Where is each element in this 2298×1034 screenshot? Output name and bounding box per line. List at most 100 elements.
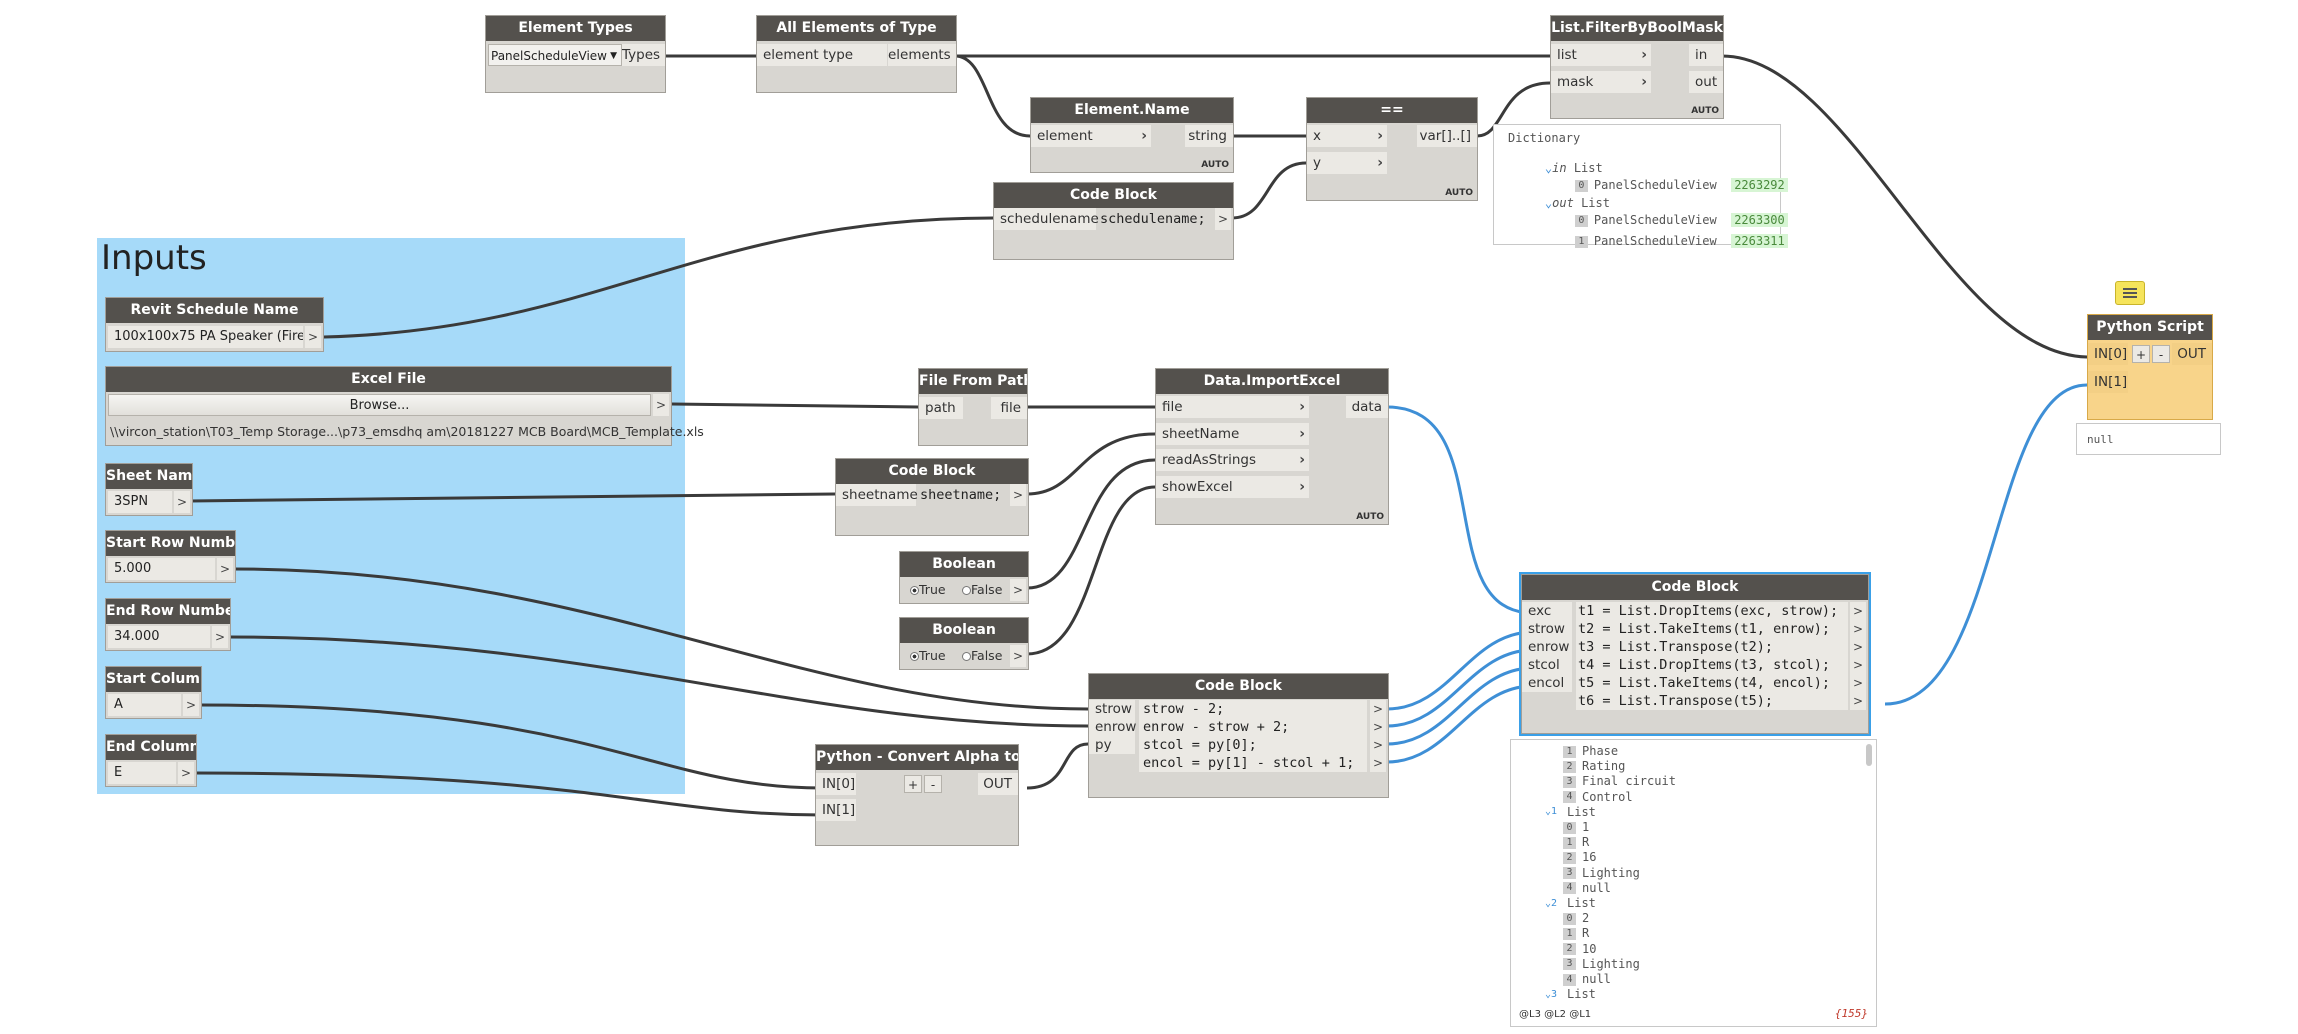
output-port[interactable]: > (174, 491, 190, 513)
end-column-input[interactable]: E (108, 762, 176, 784)
boolean-node-1[interactable]: Boolean True False > (899, 551, 1029, 604)
input-port-y[interactable]: y › (1307, 152, 1387, 174)
end-row-input[interactable]: 34.000 (108, 626, 210, 648)
output-port[interactable]: > (305, 326, 321, 348)
output-port-data[interactable]: data (1346, 396, 1388, 418)
output-port-out[interactable]: OUT (978, 773, 1018, 795)
start-column-node[interactable]: Start Column A > (105, 666, 202, 719)
boolean-node-2[interactable]: Boolean True False > (899, 617, 1029, 670)
code-text[interactable]: sheetname; (920, 487, 1002, 503)
output-port[interactable]: > (1010, 579, 1026, 601)
equals-node[interactable]: == x › y › var[]..[] AUTO (1306, 97, 1478, 201)
start-row-input[interactable]: 5.000 (108, 558, 215, 580)
add-input-button[interactable]: + (2132, 345, 2150, 363)
output-port[interactable]: > (1370, 700, 1386, 718)
sheet-name-input[interactable]: 3SPN (108, 491, 172, 513)
input-port-in0[interactable]: IN[0] (2088, 343, 2128, 365)
input-port-list[interactable]: list › (1551, 44, 1651, 66)
browse-button[interactable]: Browse... (108, 394, 651, 416)
input-port-path[interactable]: path (919, 397, 963, 419)
input-port-file[interactable]: file › (1156, 396, 1309, 418)
python-convert-node[interactable]: Python - Convert Alpha to Num IN[0] IN[1… (815, 744, 1019, 846)
output-port[interactable]: > (217, 558, 233, 580)
output-port-string[interactable]: string (1185, 125, 1233, 147)
input-port-element[interactable]: element › (1031, 125, 1151, 147)
output-port[interactable]: > (178, 762, 194, 784)
revit-schedule-name-node[interactable]: Revit Schedule Name 100x100x75 PA Speake… (105, 297, 324, 352)
input-port-sheetname[interactable]: sheetname (836, 484, 918, 506)
output-port[interactable]: > (212, 626, 228, 648)
radio-false[interactable]: False (962, 645, 1002, 667)
remove-input-button[interactable]: - (2152, 345, 2170, 363)
input-port-x[interactable]: x › (1307, 125, 1387, 147)
output-port-out[interactable]: OUT (2172, 343, 2212, 365)
start-column-input[interactable]: A (108, 694, 181, 716)
input-port-showexcel[interactable]: showExcel › (1156, 476, 1309, 498)
element-type-dropdown[interactable]: PanelScheduleView ▼ (488, 44, 622, 66)
add-input-button[interactable]: + (904, 775, 922, 793)
output-port[interactable]: > (1850, 602, 1866, 620)
input-port-element-type[interactable]: element type (757, 44, 887, 66)
code-editor[interactable]: t1 = List.DropItems(exc, strow); t2 = Li… (1576, 602, 1848, 710)
output-port-elements[interactable]: elements (888, 44, 956, 66)
input-port-in1[interactable]: IN[1] (2088, 371, 2128, 393)
input-port-enrow[interactable]: enrow (1089, 718, 1136, 736)
output-port[interactable]: > (1370, 754, 1386, 772)
code-text[interactable]: schedulename; (1100, 211, 1206, 227)
output-port[interactable]: > (183, 694, 199, 716)
input-port-exc[interactable]: exc (1522, 602, 1572, 620)
output-port[interactable]: > (1850, 638, 1866, 656)
output-port[interactable]: > (1850, 656, 1866, 674)
output-port[interactable]: > (1010, 484, 1026, 506)
input-port-sheetname[interactable]: sheetName › (1156, 423, 1309, 445)
code-block-main-node[interactable]: Code Block exc strow enrow stcol encol t… (1519, 572, 1871, 736)
input-port-py[interactable]: py (1089, 736, 1135, 754)
end-column-node[interactable]: End Column E > (105, 734, 197, 787)
file-from-path-node[interactable]: File From Path path file (918, 368, 1028, 446)
all-elements-of-type-node[interactable]: All Elements of Type element type elemen… (756, 15, 957, 93)
element-types-node[interactable]: Element Types PanelScheduleView ▼ Types (485, 15, 666, 93)
note-icon[interactable] (2115, 281, 2145, 305)
python-script-node[interactable]: Python Script IN[0] IN[1] + - OUT (2087, 314, 2213, 420)
output-port[interactable]: > (1010, 645, 1026, 667)
input-port-in0[interactable]: IN[0] (816, 773, 856, 795)
output-port[interactable]: > (1215, 208, 1231, 230)
output-port[interactable]: > (1850, 692, 1866, 710)
output-port[interactable]: > (1850, 674, 1866, 692)
excel-file-node[interactable]: Excel File Browse... > \\vircon_station\… (105, 366, 704, 446)
remove-input-button[interactable]: - (924, 775, 942, 793)
element-name-node[interactable]: Element.Name element › string AUTO (1030, 97, 1234, 173)
schedule-name-input[interactable]: 100x100x75 PA Speaker (Fire PA) (108, 326, 303, 348)
radio-true[interactable]: True (910, 645, 946, 667)
input-port-strow[interactable]: strow (1522, 620, 1572, 638)
input-port-encol[interactable]: encol (1522, 674, 1572, 692)
start-row-number-node[interactable]: Start Row Number 5.000 > (105, 530, 236, 583)
output-port-var[interactable]: var[]..[] (1417, 125, 1477, 147)
output-port[interactable]: > (1370, 718, 1386, 736)
radio-true[interactable]: True (910, 579, 946, 601)
python-script-preview[interactable]: null (2076, 423, 2221, 455)
scrollbar[interactable] (1866, 744, 1872, 766)
radio-false[interactable]: False (962, 579, 1002, 601)
output-port[interactable]: > (653, 394, 669, 416)
output-port[interactable]: > (1850, 620, 1866, 638)
input-port-mask[interactable]: mask › (1551, 71, 1651, 93)
code-editor[interactable]: strow - 2; enrow - strow + 2; stcol = py… (1139, 700, 1367, 772)
input-port-in1[interactable]: IN[1] (816, 799, 856, 821)
output-port-in[interactable]: in (1689, 44, 1723, 66)
output-port-types[interactable]: Types (622, 44, 665, 66)
filter-by-bool-mask-node[interactable]: List.FilterByBoolMask list › mask › in o… (1550, 15, 1724, 119)
input-port-stcol[interactable]: stcol (1522, 656, 1572, 674)
input-port-strow[interactable]: strow (1089, 700, 1135, 718)
import-excel-node[interactable]: Data.ImportExcel file › sheetName › read… (1155, 368, 1389, 525)
code-block-sheet-node[interactable]: Code Block sheetname sheetname; > (835, 458, 1029, 536)
input-port-readasstrings[interactable]: readAsStrings › (1156, 449, 1309, 471)
output-port[interactable]: > (1370, 736, 1386, 754)
input-port-schedulename[interactable]: schedulename (994, 208, 1099, 230)
output-port-file[interactable]: file (991, 397, 1027, 419)
end-row-number-node[interactable]: End Row Number 34.000 > (105, 598, 231, 651)
sheet-name-node[interactable]: Sheet Name 3SPN > (105, 463, 193, 516)
input-port-enrow[interactable]: enrow (1522, 638, 1572, 656)
